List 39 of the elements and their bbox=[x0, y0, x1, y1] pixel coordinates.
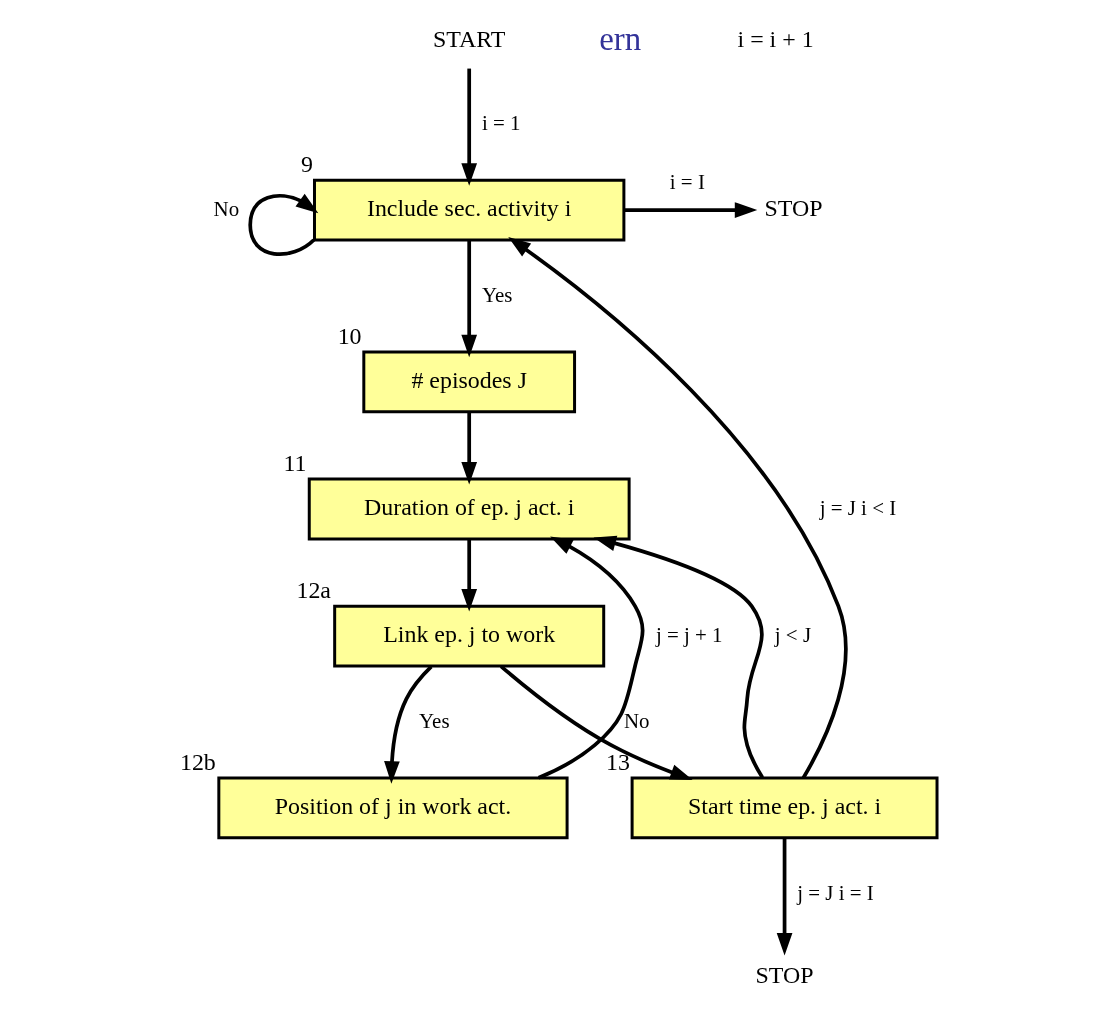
node-label: 13 bbox=[605, 749, 630, 776]
node-box: Include sec. activity i bbox=[312, 178, 625, 242]
arrow bbox=[460, 412, 477, 485]
edge-label: j = j + 1 bbox=[655, 623, 723, 648]
node-box: Duration of ep. j act. i bbox=[307, 477, 631, 541]
node-label: 10 bbox=[337, 323, 362, 350]
label: ern bbox=[598, 20, 641, 57]
arrow bbox=[507, 237, 848, 779]
edge-label: Yes bbox=[418, 709, 450, 734]
arrow bbox=[383, 665, 433, 784]
arrow bbox=[460, 68, 477, 186]
label: i = i + 1 bbox=[737, 25, 814, 52]
node-box: Start time ep. j act. i bbox=[630, 776, 938, 840]
edge-label: j = J i = I bbox=[796, 881, 874, 906]
edge-label: j < J bbox=[774, 623, 811, 648]
edge-label: j = J i < I bbox=[819, 496, 896, 521]
arrow bbox=[460, 240, 477, 358]
node-box: Position of j in work act. bbox=[216, 776, 569, 840]
arrow bbox=[593, 535, 764, 779]
edge-label: Yes bbox=[481, 283, 512, 308]
arrow bbox=[460, 539, 477, 612]
node-box: Link ep. j to work bbox=[332, 604, 605, 668]
edge-label: No bbox=[213, 197, 239, 222]
arrow bbox=[247, 193, 318, 256]
edge-label: No bbox=[623, 709, 649, 734]
node-text: STOP bbox=[764, 194, 823, 221]
node-box: # episodes J bbox=[361, 350, 576, 414]
node-label: 11 bbox=[283, 450, 307, 477]
edge-label: i = 1 bbox=[481, 111, 520, 136]
node-label: 9 bbox=[300, 151, 313, 178]
node-label: 12b bbox=[179, 749, 216, 776]
arrow bbox=[776, 837, 792, 956]
node-text: STOP bbox=[755, 961, 814, 988]
arrow bbox=[623, 202, 757, 218]
node-text: START bbox=[432, 25, 505, 52]
node-label: 12a bbox=[295, 577, 331, 604]
arrow bbox=[499, 664, 693, 780]
edge-label: i = I bbox=[669, 169, 705, 194]
arrow bbox=[537, 536, 644, 780]
